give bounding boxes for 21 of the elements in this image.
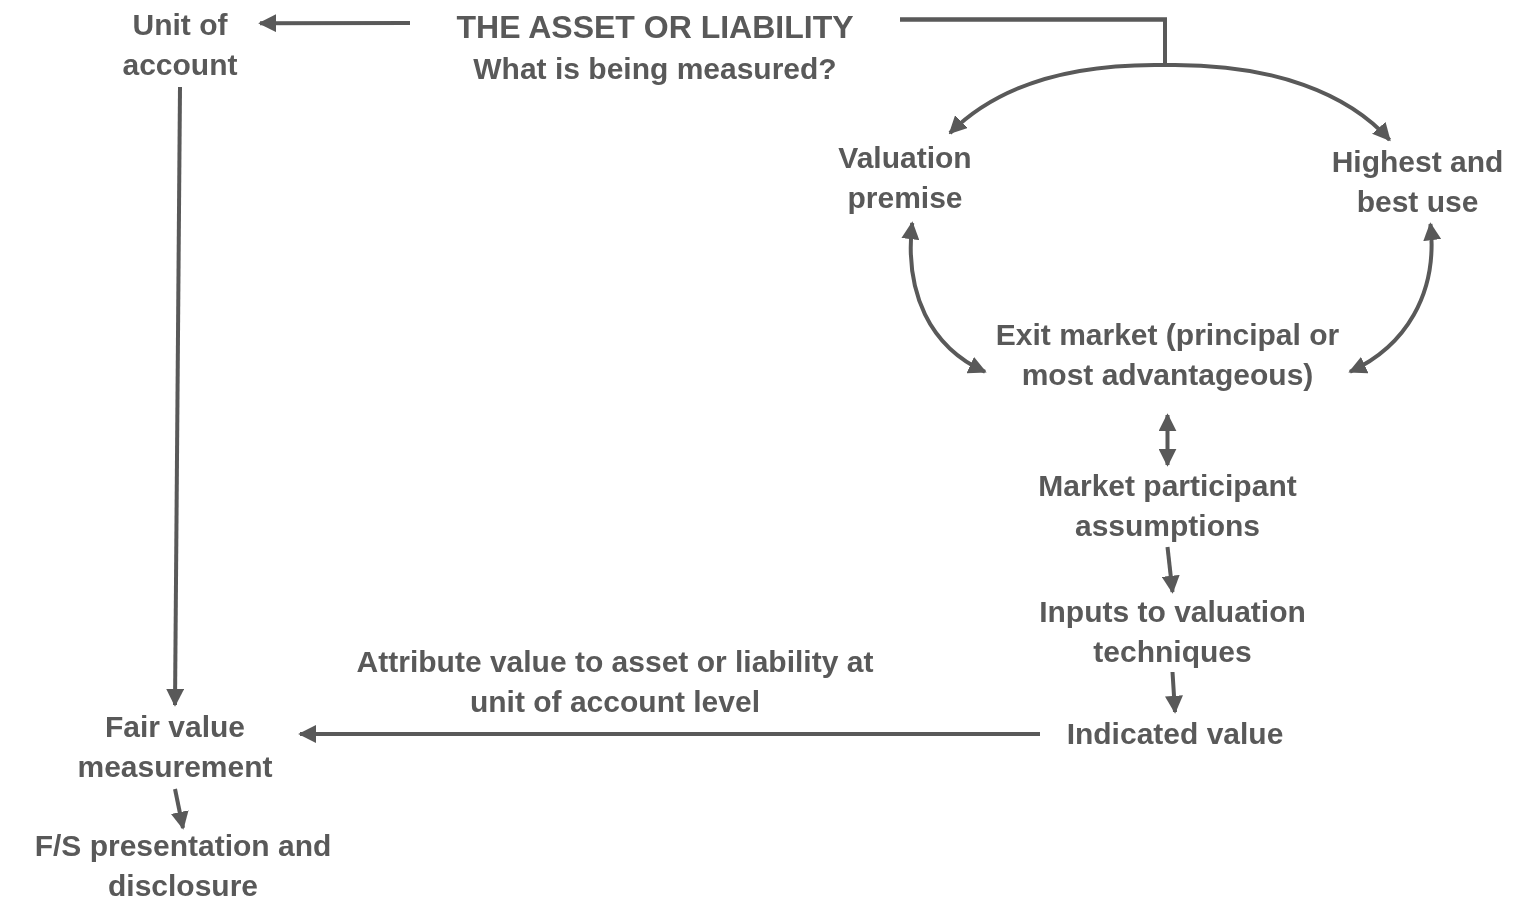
node-label: Unit of account <box>121 7 239 83</box>
arrow <box>902 221 987 374</box>
node-label: Valuation premise <box>837 140 973 216</box>
arrow <box>258 14 410 33</box>
node-label: Exit market (principal or most advantageous) <box>994 317 1341 393</box>
node-label: Fair value measurement <box>76 709 274 785</box>
arrow <box>1161 546 1180 594</box>
node-label: Inputs to valuation techniques <box>1038 594 1307 670</box>
arrow <box>1348 222 1441 374</box>
arrow <box>298 725 1040 743</box>
arrow <box>170 788 189 830</box>
node-label: Highest and best use <box>1330 144 1505 220</box>
arrow <box>900 17 1391 142</box>
node-label: Indicated value <box>1066 716 1284 752</box>
node-label: Market participant assumptions <box>1037 468 1298 544</box>
arrow <box>1165 671 1183 714</box>
node-label: F/S presentation and disclosure <box>33 828 333 904</box>
arrow <box>166 87 185 707</box>
node-label: What is being measured? <box>473 51 837 87</box>
node-label: THE ASSET OR LIABILITY <box>456 8 854 47</box>
arrow <box>1158 413 1177 467</box>
